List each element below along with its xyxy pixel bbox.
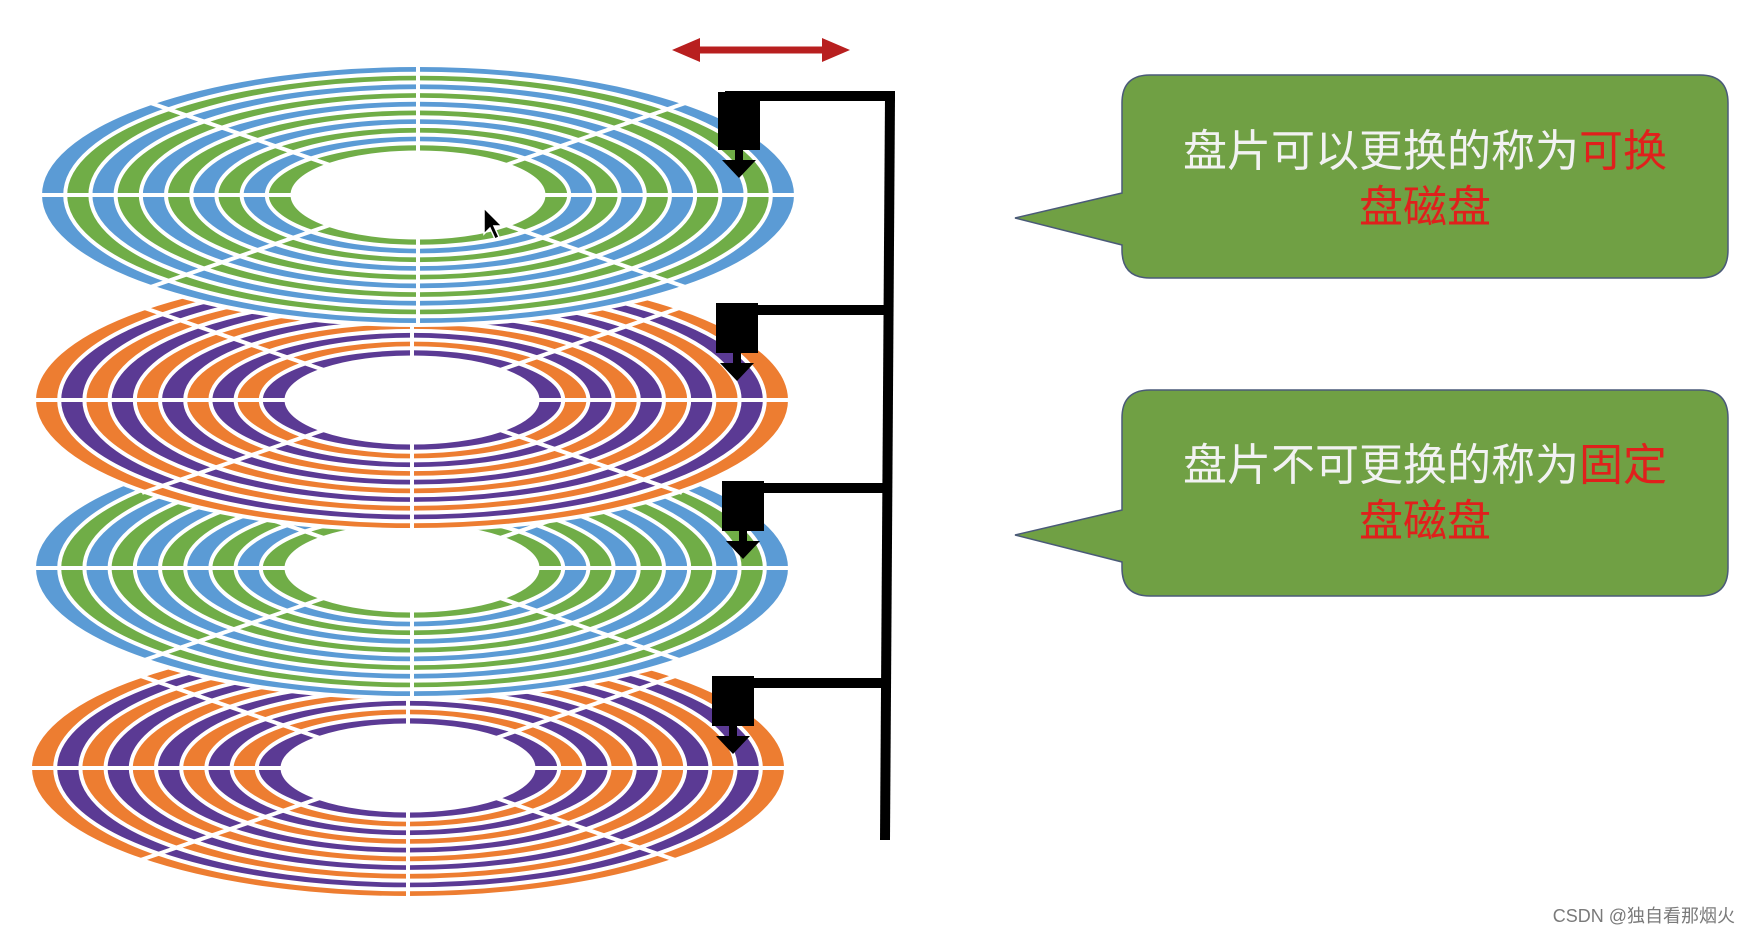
- sector-divider: [500, 596, 683, 663]
- sector-divider: [506, 223, 689, 290]
- sector-divider: [141, 428, 324, 495]
- disk-platter: [36, 63, 800, 327]
- spindle-hole: [284, 523, 540, 613]
- callout-text-highlight: 可换: [1579, 126, 1667, 177]
- read-write-head: [722, 481, 764, 559]
- callout-fixed-disk: 盘片不可更换的称为固定 盘磁盘: [1014, 389, 1729, 597]
- callout-bubble: [1014, 389, 1729, 597]
- platter-stack: [26, 63, 800, 900]
- read-write-head: [718, 92, 760, 178]
- sector-divider: [500, 305, 683, 372]
- sector-divider: [137, 796, 320, 863]
- sector-divider: [147, 100, 330, 167]
- spindle-hole: [290, 150, 546, 240]
- mouse-cursor-icon: [483, 206, 504, 241]
- callout-removable-disk: 盘片可以更换的称为可换 盘磁盘: [1014, 74, 1729, 279]
- read-write-head: [716, 303, 758, 381]
- callout-text-main: 盘片不可更换的称为: [1183, 440, 1579, 491]
- disk-platter: [30, 268, 794, 532]
- sector-divider: [141, 596, 324, 663]
- sector-divider: [496, 796, 679, 863]
- callout-text-highlight-line2: 盘磁盘: [1359, 182, 1491, 233]
- svg-text:盘片不可更换的称为固定: 盘片不可更换的称为固定: [1183, 440, 1667, 491]
- actuator-arm: [712, 91, 895, 841]
- callout-bubble: [1014, 74, 1729, 279]
- sector-divider: [141, 305, 324, 372]
- callout-text-main: 盘片可以更换的称为: [1183, 126, 1579, 177]
- callout-text-highlight: 固定: [1579, 440, 1667, 491]
- sector-divider: [137, 673, 320, 740]
- disk-platter: [26, 636, 790, 900]
- arm-movement-arrow: [672, 38, 850, 62]
- arm-spine: [880, 95, 895, 841]
- callout-text-highlight-line2: 盘磁盘: [1359, 496, 1491, 547]
- sector-divider: [147, 223, 330, 290]
- svg-text:盘片可以更换的称为可换: 盘片可以更换的称为可换: [1183, 126, 1667, 177]
- watermark: CSDN @独自看那烟火: [1553, 906, 1735, 926]
- spindle-hole: [280, 723, 536, 813]
- sector-divider: [506, 100, 689, 167]
- read-write-head: [712, 676, 754, 754]
- sector-divider: [500, 428, 683, 495]
- spindle-hole: [284, 355, 540, 445]
- sector-divider: [496, 673, 679, 740]
